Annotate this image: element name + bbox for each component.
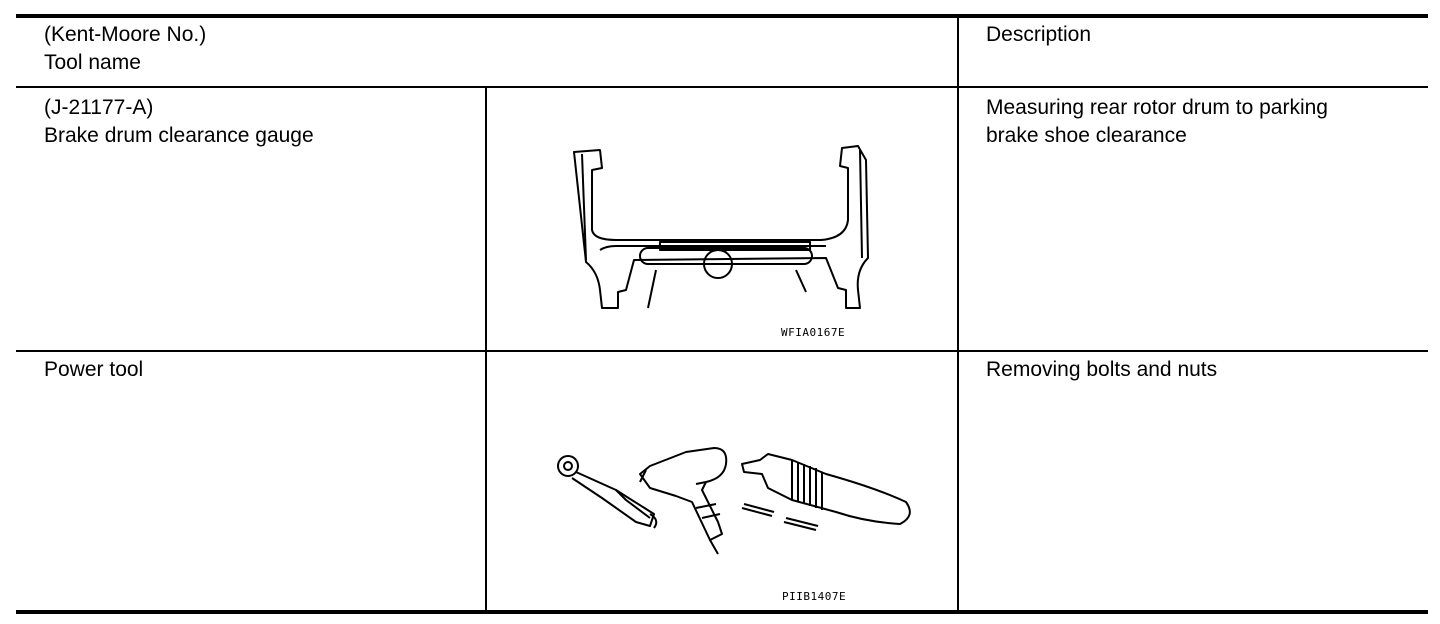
header-tool-name-label: Tool name: [44, 51, 141, 74]
header-tool-cell: (Kent-Moore No.) Tool name: [44, 21, 206, 77]
row1-figure-code: WFIA0167E: [781, 326, 846, 339]
row1-description-line1: Measuring rear rotor drum to parking: [986, 96, 1328, 119]
header-description-label: Description: [986, 23, 1092, 46]
tools-table: (Kent-Moore No.) Tool name Description (…: [16, 0, 1428, 624]
header-description-cell: Description: [986, 21, 1091, 49]
table-bottom-rule: [16, 610, 1428, 614]
col-divider-2: [957, 18, 959, 610]
brake-drum-clearance-gauge-illustration: [573, 145, 869, 309]
row2-description-cell: Removing bolts and nuts: [986, 356, 1217, 384]
row1-description-line2: brake shoe clearance: [986, 124, 1187, 147]
row1-description-cell: Measuring rear rotor drum to parking bra…: [986, 94, 1328, 150]
row1-tool-number: (J-21177-A): [44, 96, 154, 119]
table-top-rule: [16, 14, 1428, 18]
row-divider: [16, 350, 1428, 352]
row2-tool-cell: Power tool: [44, 356, 143, 384]
header-bottom-rule: [16, 86, 1428, 88]
row1-tool-cell: (J-21177-A) Brake drum clearance gauge: [44, 94, 314, 150]
header-kent-moore-label: (Kent-Moore No.): [44, 23, 207, 46]
row1-tool-name: Brake drum clearance gauge: [44, 124, 314, 147]
row2-figure-code: PIIB1407E: [782, 590, 847, 603]
power-tool-illustration: [557, 447, 911, 555]
row2-tool-name: Power tool: [44, 358, 144, 381]
col-divider-1: [485, 88, 487, 610]
row2-description-line1: Removing bolts and nuts: [986, 358, 1218, 381]
